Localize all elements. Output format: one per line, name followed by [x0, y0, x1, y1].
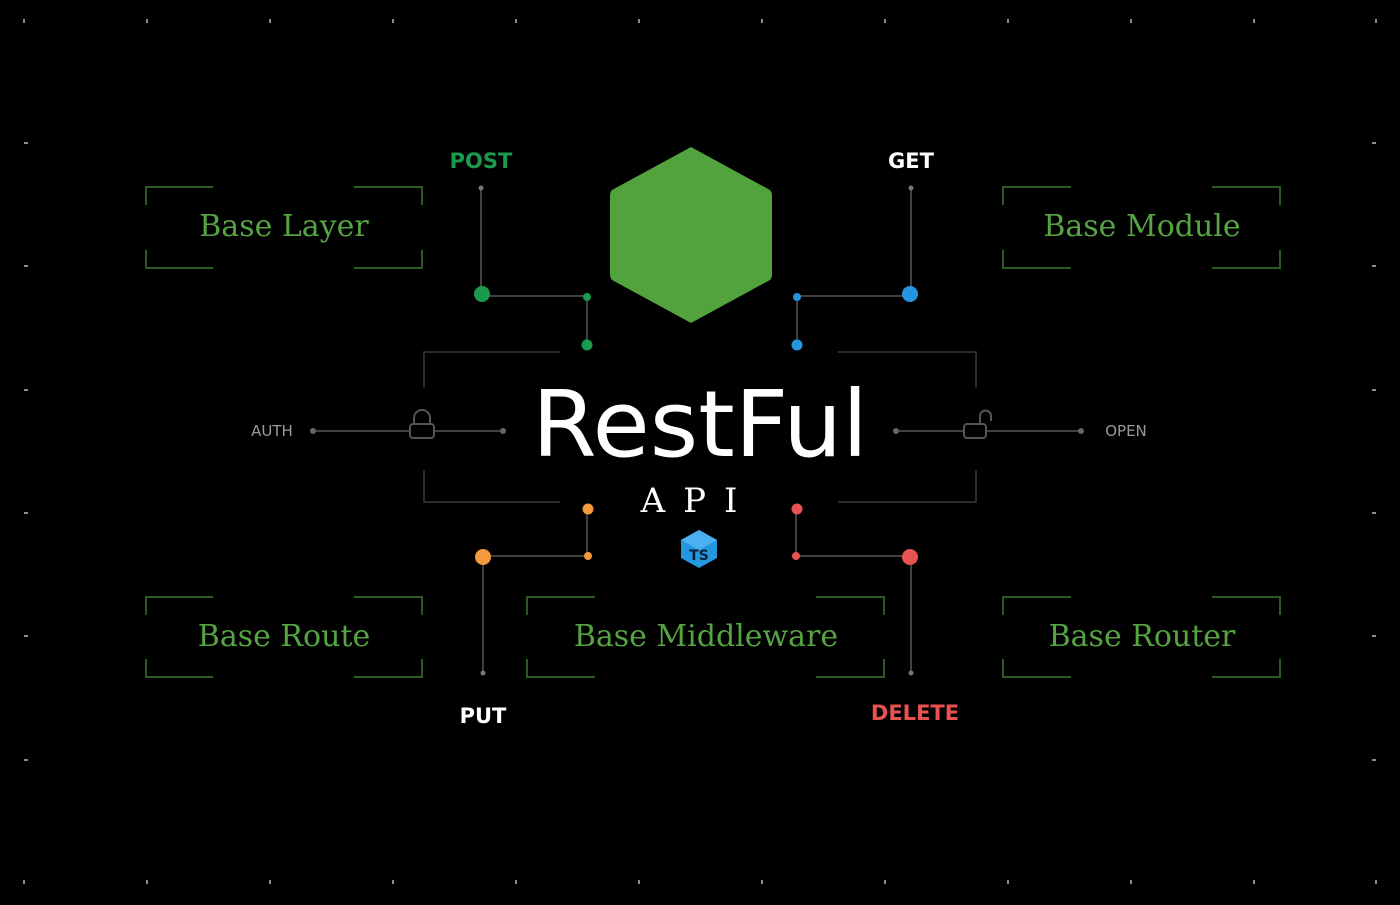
post-node-small	[583, 293, 591, 301]
delete-node-medium	[791, 503, 803, 515]
base-module-label: Base Module	[1043, 209, 1240, 244]
delete-label: DELETE	[871, 701, 959, 725]
open-label: OPEN	[1105, 422, 1147, 440]
nodejs-hexagon-icon	[610, 147, 772, 323]
auth-label: AUTH	[251, 422, 293, 440]
get-node-large	[902, 286, 918, 302]
base-router-label: Base Router	[1049, 619, 1236, 654]
open-line-end-dot	[1078, 428, 1084, 434]
base-route-label: Base Route	[198, 619, 370, 654]
delete-node-small	[792, 552, 800, 560]
delete-line-end-dot	[908, 670, 914, 676]
put-node-small	[584, 552, 592, 560]
title-frame-top-right	[838, 351, 977, 388]
typescript-cube-icon: TS	[681, 530, 717, 568]
post-connector	[474, 185, 593, 351]
ts-badge-label: TS	[689, 548, 709, 564]
get-node-small	[793, 293, 801, 301]
base-middleware-label: Base Middleware	[574, 619, 838, 654]
base-layer-label: Base Layer	[199, 209, 369, 244]
auth-line-end-dot	[500, 428, 506, 434]
put-line-end-dot	[480, 670, 486, 676]
post-node-large	[474, 286, 490, 302]
get-node-medium	[791, 339, 803, 351]
page-subtitle: API	[640, 481, 756, 521]
open-line-start-dot	[893, 428, 899, 434]
base-layer-frame	[145, 186, 423, 269]
title-frame-top-left	[423, 351, 560, 388]
delete-connector	[791, 503, 918, 676]
frame-ticks	[23, 19, 1377, 884]
auth-connector	[310, 409, 506, 439]
delete-node-large	[902, 549, 918, 565]
base-module-frame	[1002, 186, 1281, 269]
access-labels: AUTH OPEN	[251, 422, 1147, 440]
method-labels: POST GET PUT DELETE	[450, 149, 959, 728]
title-frame-bottom-left	[423, 470, 560, 503]
get-label: GET	[888, 149, 935, 173]
open-connector	[893, 409, 1084, 439]
base-route-frame	[145, 596, 423, 678]
base-router-frame	[1002, 596, 1281, 678]
box-frames	[145, 186, 1281, 678]
unlock-icon	[963, 409, 992, 439]
post-line-end-dot	[478, 185, 484, 191]
base-middleware-frame	[526, 596, 885, 678]
lock-icon	[409, 409, 435, 439]
get-connector	[791, 185, 918, 351]
put-connector	[475, 503, 594, 676]
page-title: RestFul	[532, 371, 868, 478]
post-label: POST	[450, 149, 513, 173]
put-label: PUT	[460, 704, 507, 728]
put-node-large	[475, 549, 491, 565]
get-line-end-dot	[908, 185, 914, 191]
post-node-medium	[581, 339, 593, 351]
auth-line-start-dot	[310, 428, 316, 434]
title-frame	[423, 351, 977, 503]
put-node-medium	[582, 503, 594, 515]
title-frame-bottom-right	[838, 470, 977, 503]
box-labels: Base Layer Base Module Base Route Base M…	[198, 209, 1241, 654]
